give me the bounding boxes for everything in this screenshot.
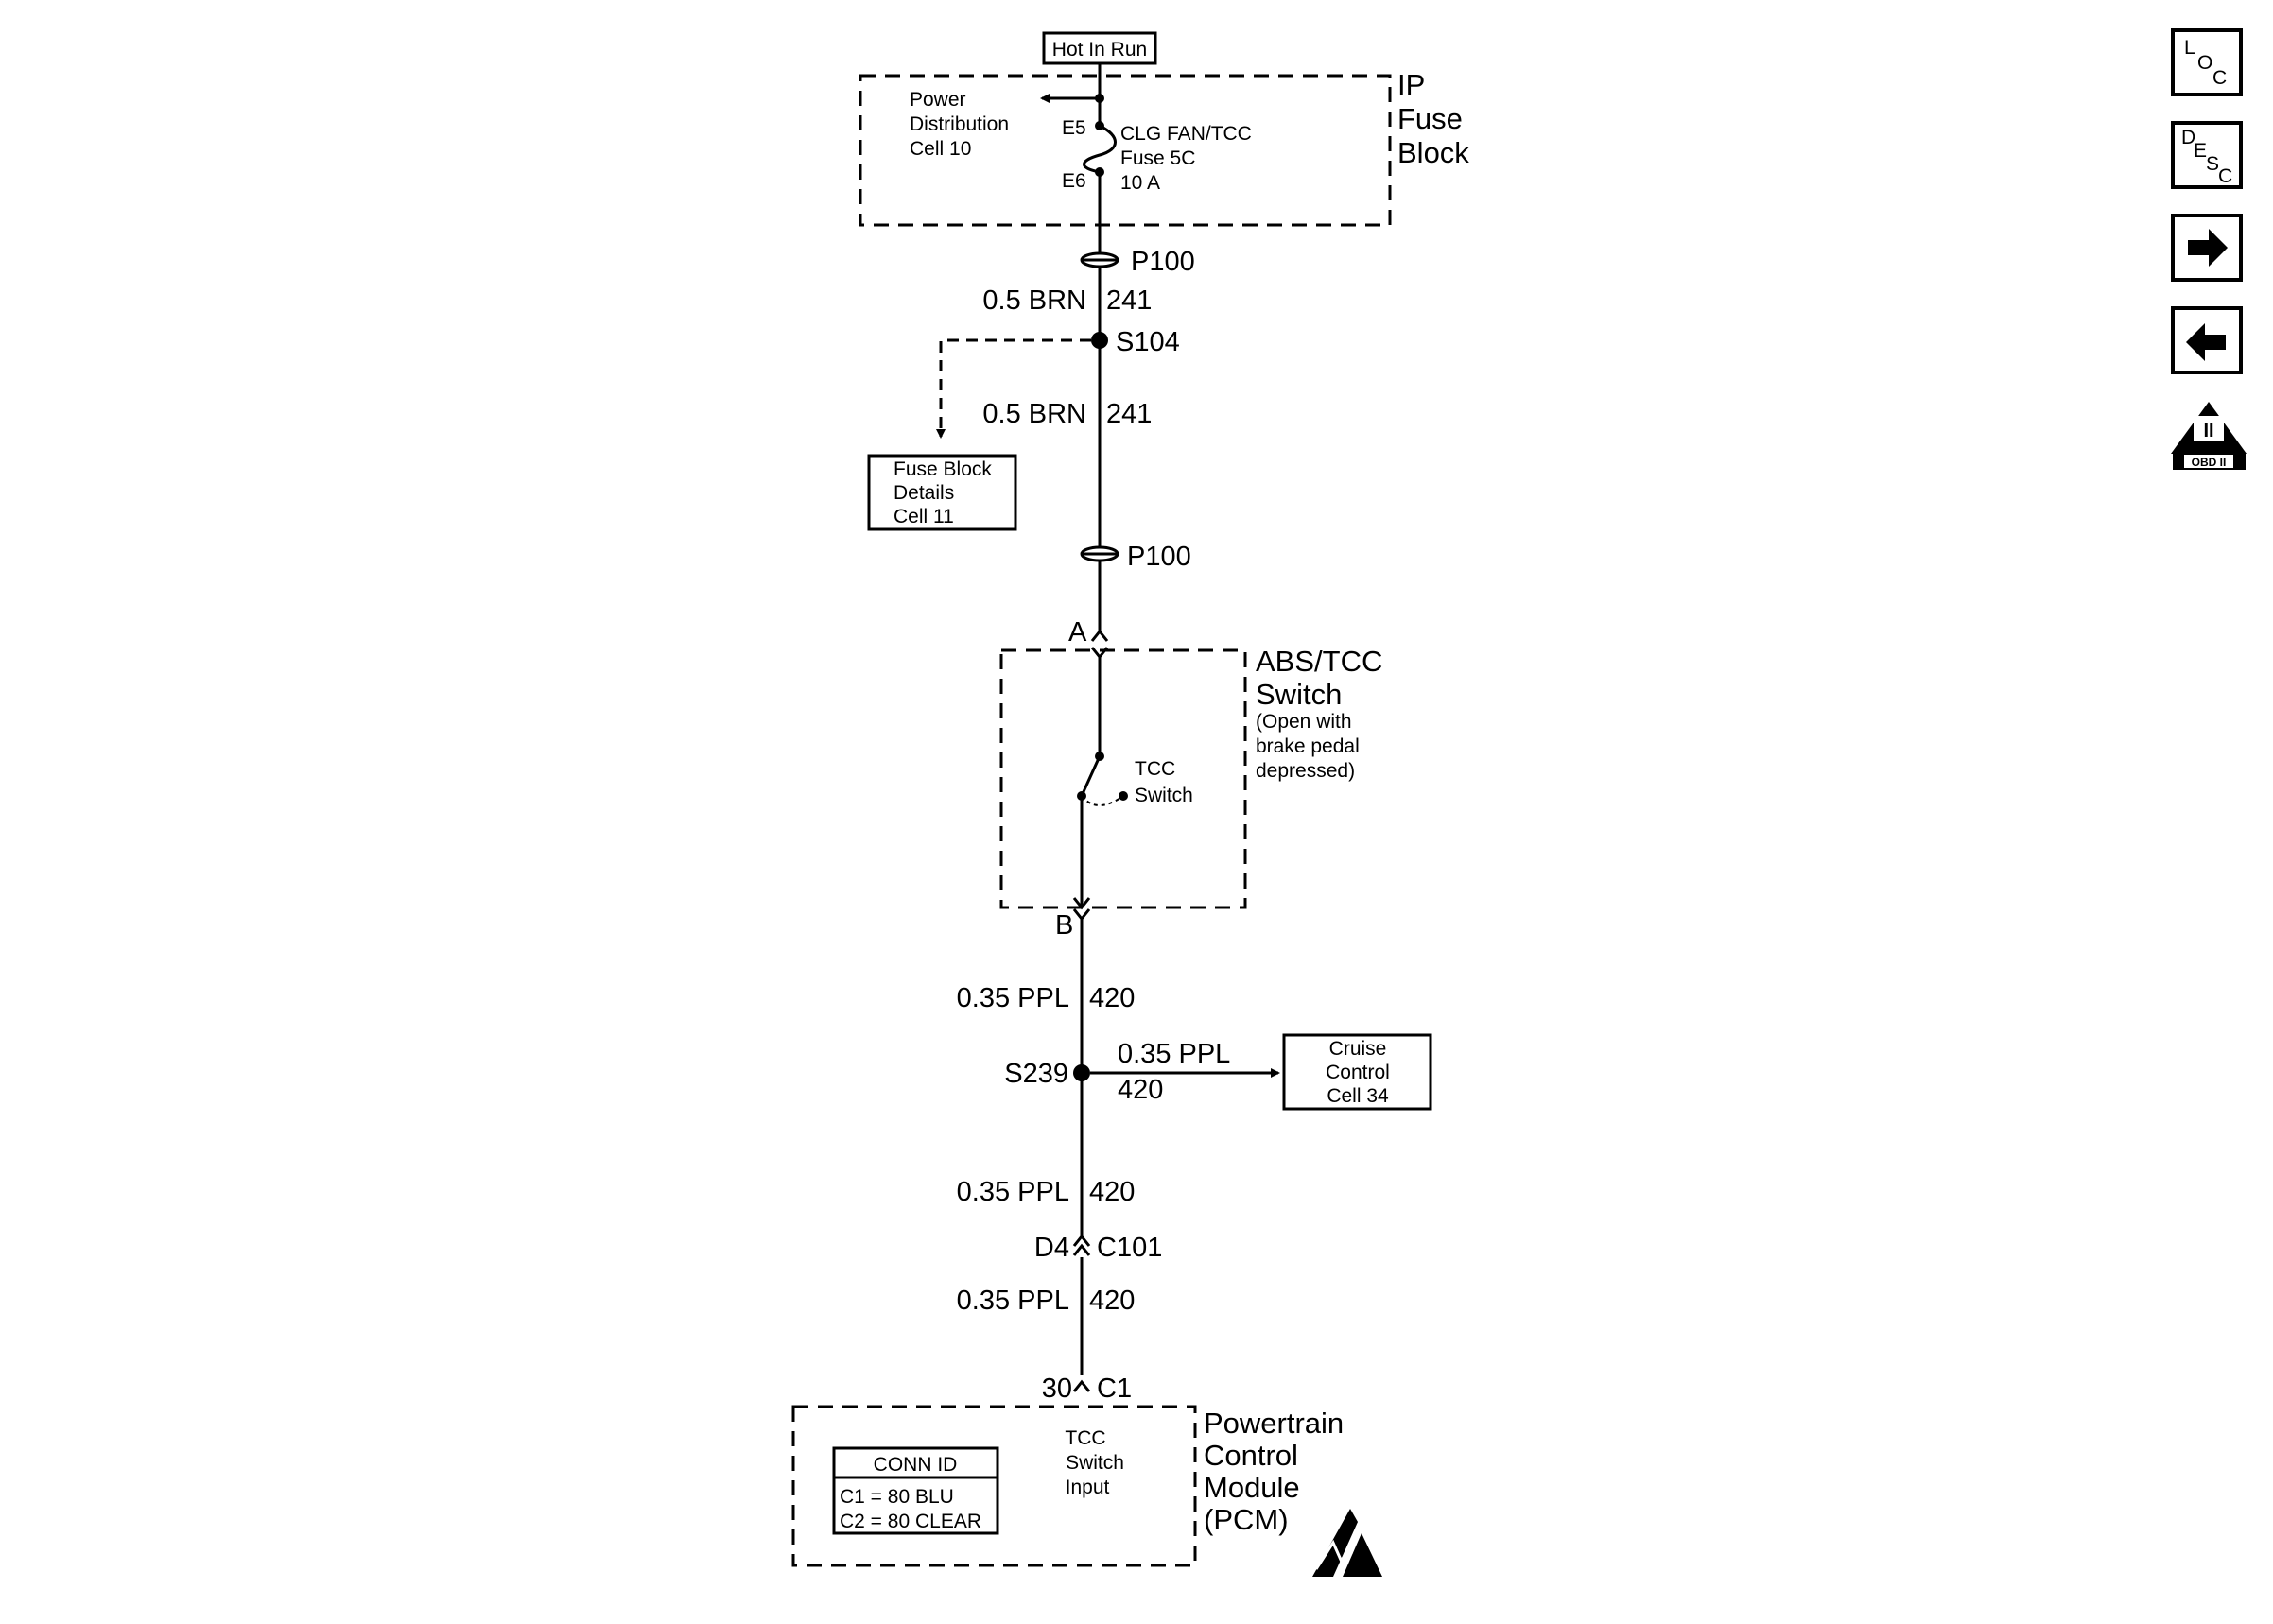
obd-ii-label: OBD II bbox=[2192, 456, 2227, 469]
desc-letter-d: D bbox=[2181, 127, 2195, 148]
abs-tcc-switch-note-3: depressed) bbox=[1256, 760, 1355, 782]
abs-tcc-switch-name-1: ABS/TCC bbox=[1256, 645, 1382, 678]
splice-s104-label: S104 bbox=[1116, 327, 1180, 357]
branch-wire-circuit: 420 bbox=[1118, 1075, 1163, 1105]
desc-letter-e: E bbox=[2194, 140, 2207, 162]
terminal-b-label: B bbox=[1055, 910, 1073, 941]
wire-lower-2-circuit: 420 bbox=[1089, 1177, 1135, 1207]
wire-upper-1-label: 0.5 BRN bbox=[982, 285, 1086, 316]
abs-tcc-switch: ABS/TCC Switch (Open with brake pedal de… bbox=[999, 645, 1382, 910]
cruise-control-line-3: Cell 34 bbox=[1327, 1085, 1389, 1107]
next-button[interactable] bbox=[2171, 214, 2243, 282]
prev-button[interactable] bbox=[2171, 306, 2243, 374]
fuse-block-details-reference-line bbox=[936, 338, 1091, 439]
hot-in-run-box: Hot In Run bbox=[1042, 31, 1157, 65]
fuse-block-details-line-2: Details bbox=[894, 482, 954, 504]
loc-button[interactable]: L O C bbox=[2171, 28, 2243, 96]
terminal-e5: E5 bbox=[1062, 117, 1086, 139]
tcc-switch-label-1: TCC bbox=[1135, 758, 1175, 780]
branch-wire-label: 0.35 PPL bbox=[1118, 1039, 1230, 1069]
fuse-block-details-box[interactable]: Fuse Block Details Cell 11 bbox=[867, 454, 1017, 531]
splice-s239: S239 0.35 PPL 420 bbox=[1004, 1039, 1280, 1105]
obd-ii-icon: II OBD II bbox=[2171, 402, 2247, 470]
pcm-input-line-3: Input bbox=[1066, 1477, 1110, 1498]
pcm-name-4: (PCM) bbox=[1204, 1503, 1289, 1536]
loc-icon: L O C bbox=[2184, 37, 2227, 89]
pcm-input-line-1: TCC bbox=[1065, 1427, 1105, 1449]
obd-ii-button[interactable]: II OBD II bbox=[2171, 402, 2247, 470]
fuse-block-details-line-1: Fuse Block bbox=[894, 458, 992, 480]
desc-icon: D E S C bbox=[2181, 127, 2232, 187]
loc-letter-l: L bbox=[2184, 37, 2195, 59]
ip-fuse-block-name-2: Fuse bbox=[1397, 102, 1463, 135]
pcm-name-3: Module bbox=[1204, 1471, 1300, 1504]
connector-p100-lower-label: P100 bbox=[1127, 542, 1191, 572]
fuse-block-details-line-3: Cell 11 bbox=[894, 506, 954, 527]
terminal-b-mate bbox=[1072, 897, 1091, 910]
pcm-name-2: Control bbox=[1204, 1439, 1298, 1472]
power-distribution-line-2: Distribution bbox=[910, 113, 1009, 135]
obd-ii-numeral: II bbox=[2203, 421, 2213, 441]
power-distribution-line-1: Power bbox=[910, 89, 966, 111]
splice-s104: S104 bbox=[936, 327, 1180, 439]
connector-pcm-name: C1 bbox=[1097, 1373, 1132, 1404]
hot-in-run-label: Hot In Run bbox=[1052, 39, 1147, 60]
connector-c101-pin: D4 bbox=[1034, 1233, 1069, 1263]
wire-lower-3-label: 0.35 PPL bbox=[957, 1286, 1069, 1316]
desc-button[interactable]: D E S C bbox=[2171, 121, 2243, 189]
loc-letter-c: C bbox=[2212, 67, 2227, 89]
wire-lower-2-label: 0.35 PPL bbox=[957, 1177, 1069, 1207]
connector-terminal-b: B bbox=[1055, 908, 1091, 941]
fuse-name-line-1: CLG FAN/TCC bbox=[1120, 123, 1252, 145]
wire-lower-1-circuit: 420 bbox=[1089, 983, 1135, 1013]
abs-tcc-switch-note-2: brake pedal bbox=[1256, 735, 1360, 757]
ip-fuse-block-name-1: IP bbox=[1397, 68, 1425, 101]
conn-id-row-1: C1 = 80 BLU bbox=[840, 1486, 954, 1508]
connector-c101-name: C101 bbox=[1097, 1233, 1162, 1263]
desc-letter-c: C bbox=[2218, 165, 2232, 187]
conn-id-table: CONN ID C1 = 80 BLU C2 = 80 CLEAR bbox=[832, 1446, 999, 1535]
fuse-symbol bbox=[1083, 124, 1117, 174]
cruise-control-line-2: Control bbox=[1326, 1062, 1390, 1083]
connector-pcm-pin: 30 bbox=[1042, 1373, 1072, 1404]
pcm-input-line-2: Switch bbox=[1066, 1452, 1124, 1474]
desc-letter-s: S bbox=[2206, 153, 2219, 175]
power-distribution-line-3: Cell 10 bbox=[910, 138, 971, 160]
cruise-control-line-1: Cruise bbox=[1329, 1038, 1387, 1060]
ip-fuse-block: IP Fuse Block Power Distribution Cell 10… bbox=[859, 63, 1469, 227]
conn-id-row-2: C2 = 80 CLEAR bbox=[840, 1511, 981, 1532]
cruise-control-box[interactable]: Cruise Control Cell 34 bbox=[1282, 1033, 1432, 1111]
wire-upper-2-label: 0.5 BRN bbox=[982, 399, 1086, 429]
connector-pcm-c1: 30 C1 bbox=[1042, 1373, 1132, 1404]
connector-terminal-a: A bbox=[1068, 617, 1109, 648]
fuse-name-line-2: Fuse 5C bbox=[1120, 147, 1195, 169]
esd-warning-icon bbox=[1312, 1509, 1382, 1577]
connector-p100-upper-label: P100 bbox=[1131, 247, 1195, 277]
conn-id-title: CONN ID bbox=[874, 1454, 958, 1476]
pcm-name-1: Powertrain bbox=[1204, 1407, 1344, 1440]
wire-lower-1-label: 0.35 PPL bbox=[957, 983, 1069, 1013]
abs-tcc-switch-name-2: Switch bbox=[1256, 678, 1342, 711]
pcm-module: Powertrain Control Module (PCM) TCC Swit… bbox=[791, 1405, 1382, 1577]
connector-c101: D4 C101 bbox=[1034, 1233, 1162, 1263]
terminal-e6: E6 bbox=[1062, 170, 1086, 192]
splice-s239-label: S239 bbox=[1004, 1059, 1068, 1089]
switch-blade bbox=[1080, 755, 1102, 797]
connector-p100-lower: P100 bbox=[1080, 542, 1191, 572]
connector-p100-upper: P100 bbox=[1080, 247, 1195, 277]
fuse-name-line-3: 10 A bbox=[1120, 172, 1160, 194]
loc-letter-o: O bbox=[2197, 52, 2212, 74]
arrow-left-icon bbox=[2186, 323, 2226, 361]
switch-linkage bbox=[1081, 795, 1124, 806]
terminal-a-label: A bbox=[1068, 617, 1087, 648]
abs-tcc-switch-note-1: (Open with bbox=[1256, 711, 1352, 733]
ip-fuse-block-name-3: Block bbox=[1397, 136, 1469, 169]
tcc-switch-label-2: Switch bbox=[1135, 785, 1193, 806]
switch-actuator-point bbox=[1119, 791, 1128, 801]
wire-upper-1-circuit: 241 bbox=[1106, 285, 1152, 316]
wire-lower-3-circuit: 420 bbox=[1089, 1286, 1135, 1316]
wire-upper-2-circuit: 241 bbox=[1106, 399, 1152, 429]
arrow-right-icon bbox=[2188, 229, 2228, 267]
